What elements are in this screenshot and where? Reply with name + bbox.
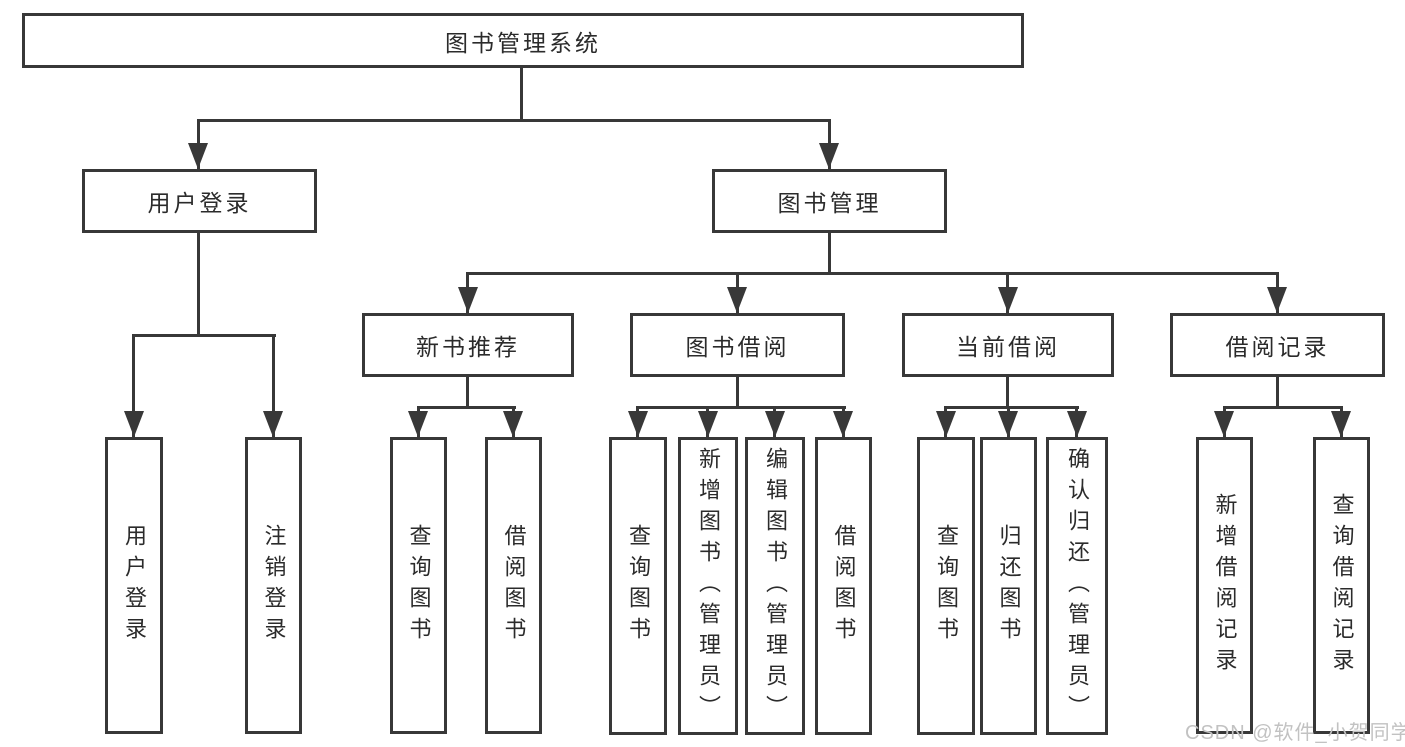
arrow-down-icon [833, 411, 853, 437]
arrow-down-icon [1331, 411, 1351, 437]
node-edit-book-admin: 编辑图书（管理员） [745, 437, 805, 735]
connector-current-borrow-stem [1006, 377, 1009, 409]
connector-borrow-record-stem [1276, 377, 1279, 409]
node-query-borrow-record: 查询借阅记录 [1313, 437, 1370, 734]
arrow-down-icon [819, 143, 839, 169]
node-query-books-current: 查询图书 [917, 437, 975, 735]
arrow-down-icon [998, 411, 1018, 437]
connector-borrow-record-bar [1223, 406, 1343, 409]
arrow-down-icon [458, 287, 478, 313]
arrow-down-icon [124, 411, 144, 437]
csdn-watermark: CSDN @软件_小贺同学 [1185, 722, 1405, 744]
arrow-down-icon [765, 411, 785, 437]
node-borrow-books-recommend: 借阅图书 [485, 437, 542, 734]
node-query-books-borrowing: 查询图书 [609, 437, 667, 735]
arrow-down-icon [936, 411, 956, 437]
node-confirm-return-admin: 确认归还（管理员） [1046, 437, 1108, 735]
arrow-down-icon [1067, 411, 1087, 437]
arrow-down-icon [727, 287, 747, 313]
node-add-book-admin: 新增图书（管理员） [678, 437, 738, 735]
node-logout-action: 注销登录 [245, 437, 302, 734]
connector-drop-logout-action [272, 334, 275, 437]
arrow-down-icon [1214, 411, 1234, 437]
arrow-down-icon [408, 411, 428, 437]
node-borrow-books-borrowing: 借阅图书 [815, 437, 872, 735]
node-return-books: 归还图书 [980, 437, 1037, 735]
connector-book-borrow-stem [736, 377, 739, 409]
connector-user-login-bar [132, 334, 276, 337]
connector-user-login-stem [197, 233, 200, 337]
connector-new-book-bar [417, 406, 516, 409]
arrow-down-icon [998, 287, 1018, 313]
node-library-system: 图书管理系统 [22, 13, 1024, 68]
connector-current-borrow-bar [944, 406, 1079, 409]
node-add-borrow-record: 新增借阅记录 [1196, 437, 1253, 734]
connector-level2-bar [197, 119, 831, 122]
node-book-management: 图书管理 [712, 169, 947, 233]
connector-drop-login-action [132, 334, 135, 437]
arrow-down-icon [263, 411, 283, 437]
node-borrowing-records: 借阅记录 [1170, 313, 1385, 377]
arrow-down-icon [698, 411, 718, 437]
connector-book-mgmt-stem [828, 233, 831, 275]
connector-book-borrow-bar [636, 406, 846, 409]
arrow-down-icon [628, 411, 648, 437]
node-user-login: 用户登录 [82, 169, 317, 233]
connector-new-book-stem [466, 377, 469, 409]
node-user-login-action: 用户登录 [105, 437, 163, 734]
node-query-books-recommend: 查询图书 [390, 437, 447, 734]
arrow-down-icon [188, 143, 208, 169]
connector-level3-bar [466, 272, 1279, 275]
connector-root-stem [520, 68, 523, 122]
arrow-down-icon [503, 411, 523, 437]
node-book-borrowing: 图书借阅 [630, 313, 845, 377]
arrow-down-icon [1267, 287, 1287, 313]
node-new-book-recommend: 新书推荐 [362, 313, 574, 377]
node-current-borrowing: 当前借阅 [902, 313, 1114, 377]
